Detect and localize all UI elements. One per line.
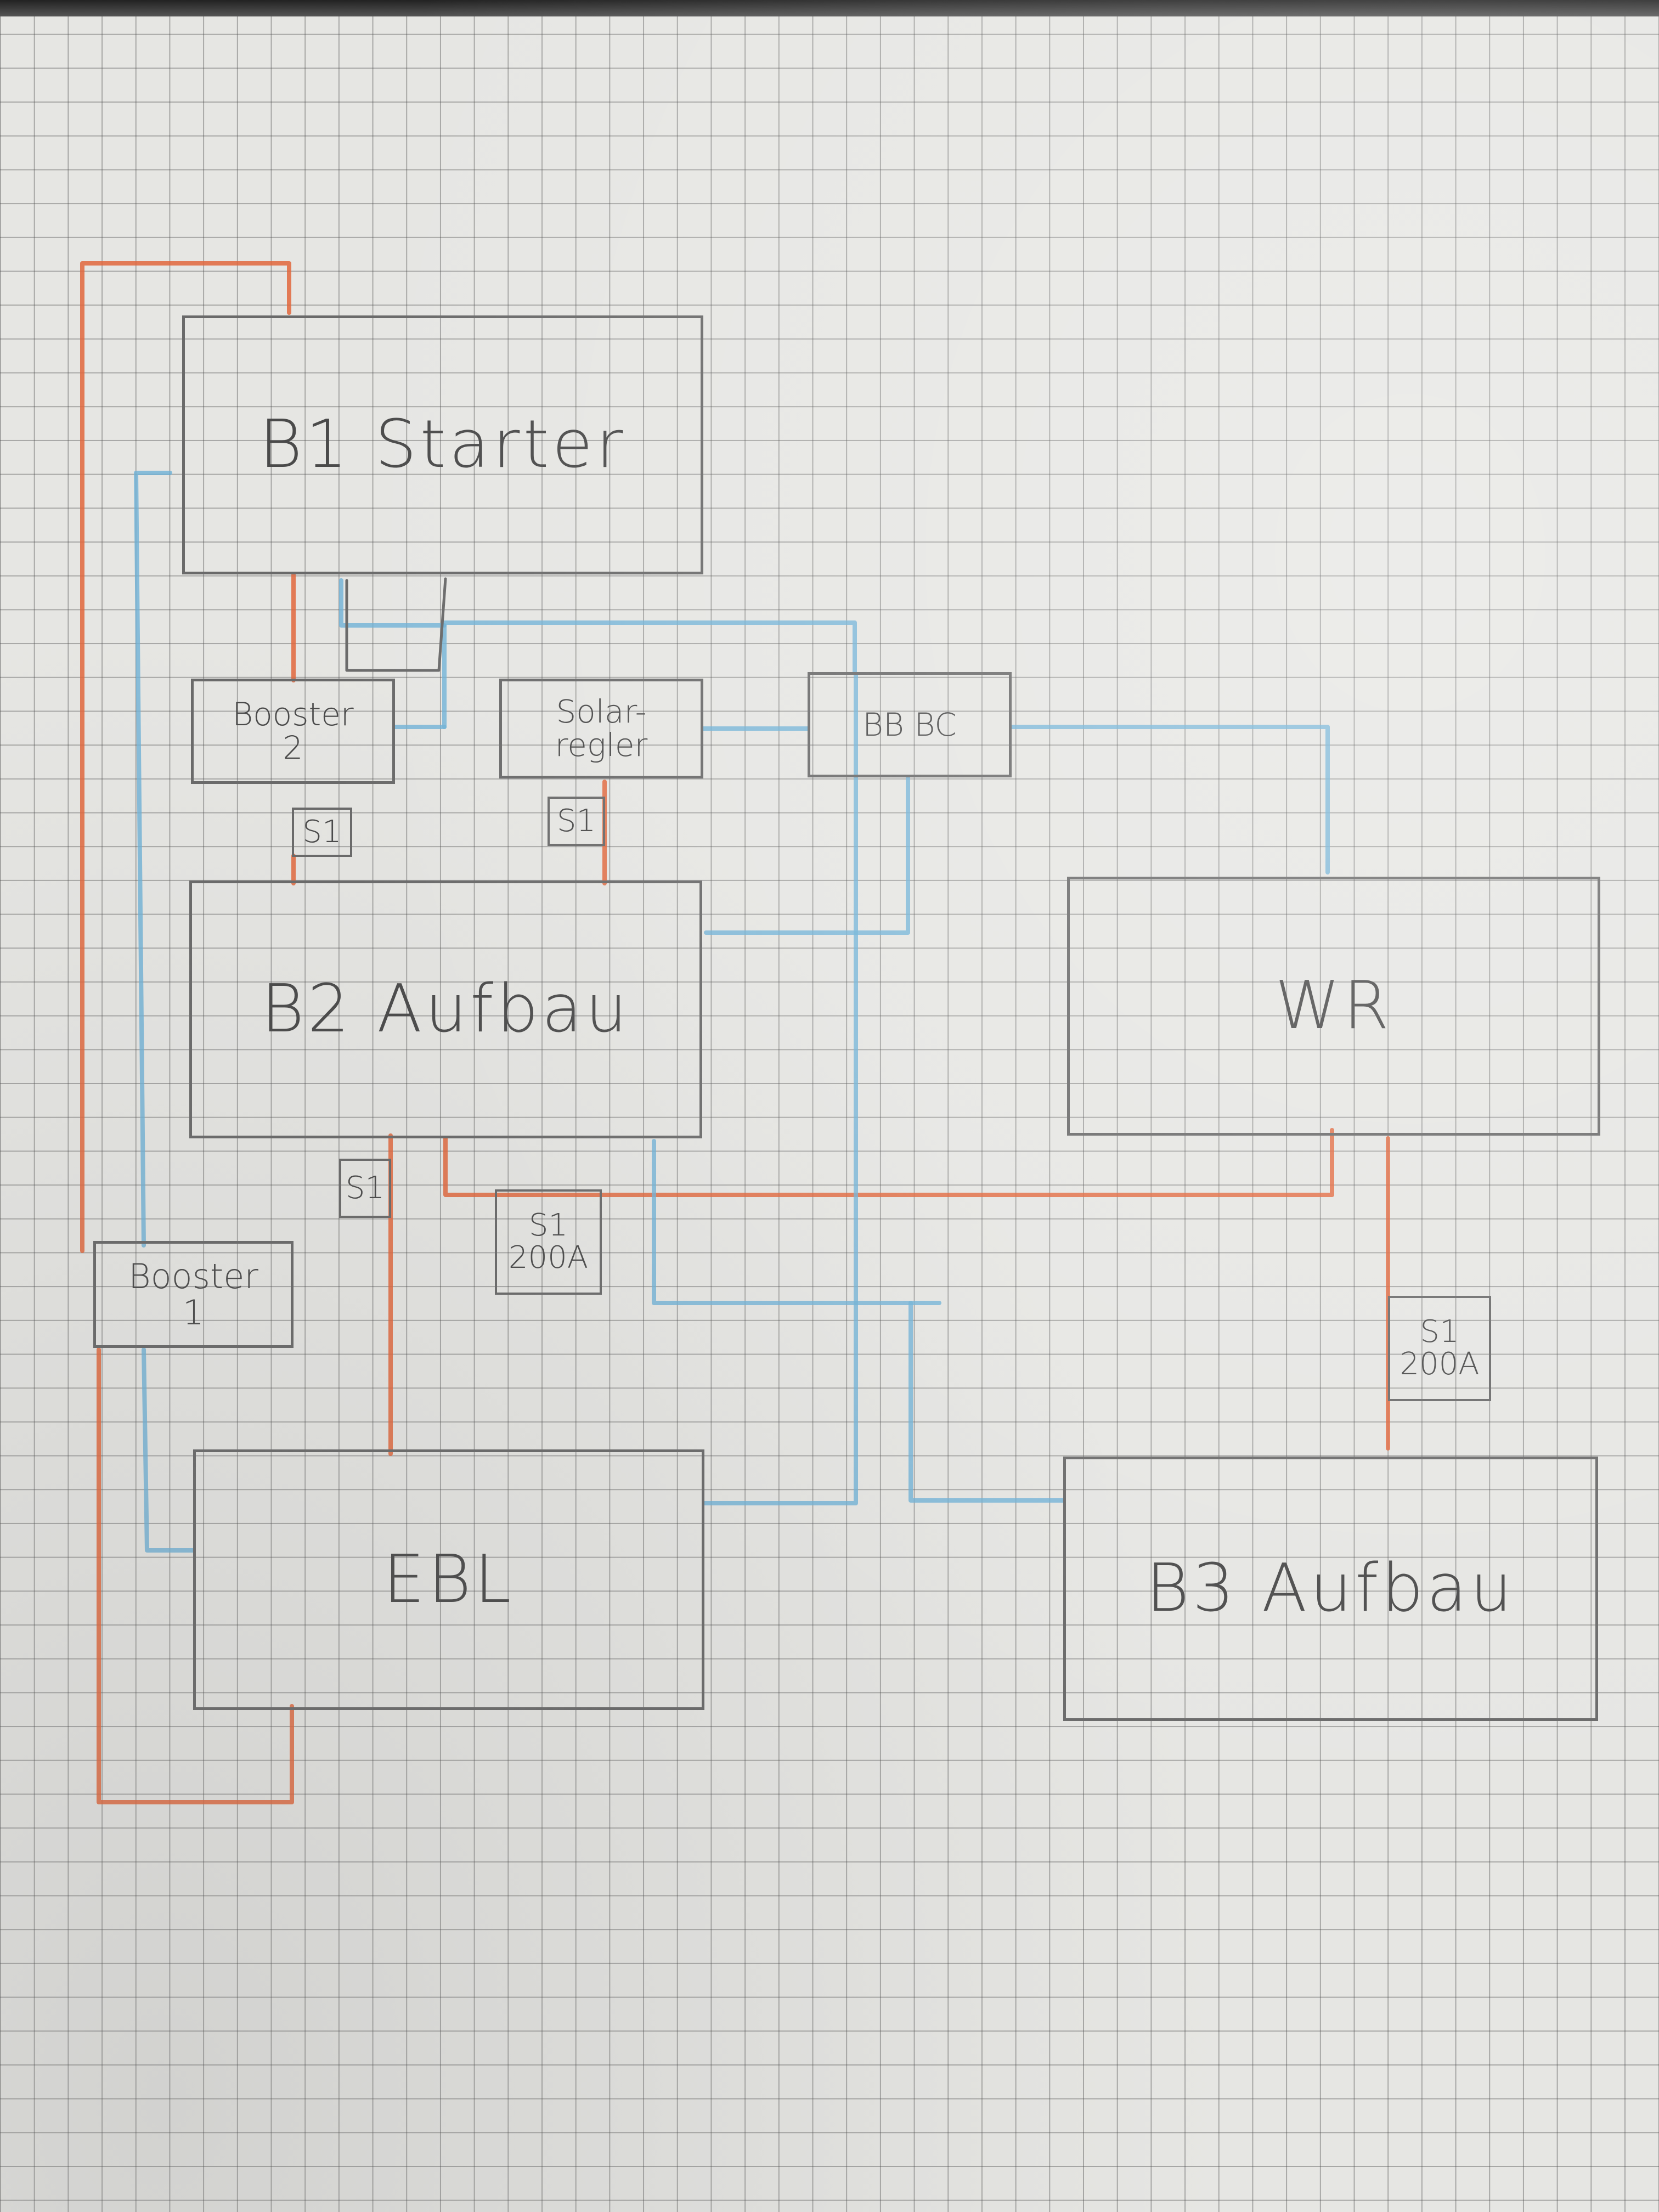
battery-b2-aufbau: B2 Aufbau — [189, 881, 702, 1138]
solar-controller: Solar- regler — [499, 679, 703, 778]
fuse-ebl: S1 — [339, 1159, 391, 1218]
b3-aufbau-label: B3 Aufbau — [1146, 1550, 1516, 1627]
booster-1-label: Booster 1 — [128, 1256, 258, 1333]
battery-b1-starter: B1 Starter — [182, 315, 703, 574]
positive-wire-b1-loop — [80, 261, 291, 1253]
booster-2: Booster 2 — [191, 679, 395, 784]
fuse-wr-label: S1 200A — [1400, 1314, 1480, 1382]
ebl-distribution: EBL — [193, 1449, 704, 1710]
wr-label: WR — [1274, 968, 1393, 1044]
negative-wire-b1-solar — [339, 578, 447, 729]
fuse-solar-controller-label: S1 — [556, 803, 596, 839]
b1-starter-label: B1 Starter — [259, 407, 627, 483]
booster-2-label: Booster 2 — [232, 696, 354, 766]
battery-b3-aufbau: B3 Aufbau — [1063, 1457, 1598, 1721]
negative-wire-booster1-ebl — [142, 1347, 195, 1553]
ebl-label: EBL — [383, 1541, 515, 1618]
negative-wire-bbbc-b2 — [704, 776, 910, 935]
solar-controller-label: Solar- regler — [555, 693, 648, 764]
fuse-solar-controller: S1 — [548, 797, 605, 846]
battery-to-battery-charger: BB BC — [808, 672, 1012, 777]
fuse-wr-200a: S1 200A — [1388, 1296, 1491, 1401]
photo-edge — [0, 0, 1659, 16]
bb-bc-label: BB BC — [862, 706, 957, 743]
booster-1: Booster 1 — [93, 1241, 294, 1348]
inverter-wr: WR — [1067, 877, 1600, 1136]
negative-wire-bus-b3 — [909, 1301, 1065, 1503]
negative-wire-bus-ebl — [703, 673, 858, 1505]
positive-wire-b2-wr — [443, 1128, 1334, 1197]
fuse-ebl-label: S1 — [345, 1170, 385, 1206]
negative-wire-b1-bbbc — [442, 620, 857, 674]
fuse-booster-2: S1 — [292, 808, 352, 857]
connector-block — [345, 577, 447, 672]
negative-wire-b2-bus — [652, 1139, 941, 1305]
fuse-booster-2-label: S1 — [302, 814, 342, 850]
fuse-b2-main-200a: S1 200A — [495, 1189, 602, 1295]
negative-wire-bbbc-wr — [1010, 725, 1330, 874]
negative-wire-b1-booster1 — [134, 471, 172, 1248]
fuse-b2-main-label: S1 200A — [508, 1207, 589, 1276]
b2-aufbau-label: B2 Aufbau — [261, 971, 631, 1047]
positive-wire-booster1-ebl — [97, 1347, 294, 1804]
